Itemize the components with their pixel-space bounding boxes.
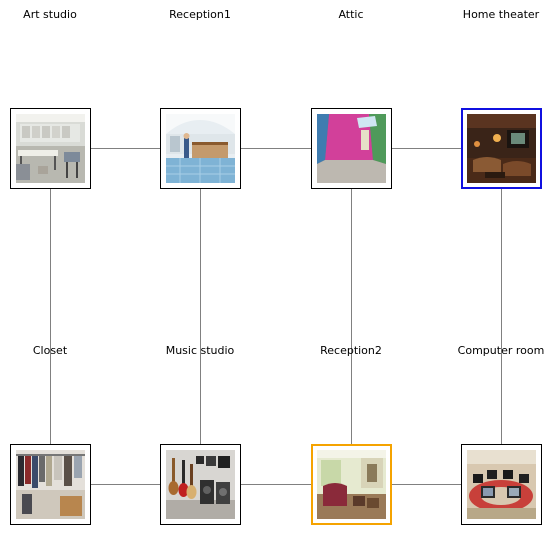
label-reception1: Reception1 — [169, 8, 231, 21]
label-music-studio: Music studio — [165, 344, 235, 357]
node-music-studio[interactable] — [160, 444, 241, 525]
reception2-photo — [317, 450, 386, 519]
music-studio-photo — [166, 450, 235, 519]
node-computer-room[interactable] — [461, 444, 542, 525]
label-art-studio: Art studio — [23, 8, 77, 21]
art-studio-photo — [16, 114, 85, 183]
node-home-theater[interactable] — [461, 108, 542, 189]
label-reception2: Reception2 — [320, 344, 382, 357]
closet-photo — [16, 450, 85, 519]
home-theater-photo — [467, 114, 536, 183]
label-computer-room: Computer room — [457, 344, 545, 357]
node-reception2[interactable] — [311, 444, 392, 525]
node-attic[interactable] — [311, 108, 392, 189]
node-reception1[interactable] — [160, 108, 241, 189]
label-closet: Closet — [32, 344, 68, 357]
label-attic: Attic — [338, 8, 364, 21]
attic-photo — [317, 114, 386, 183]
node-art-studio[interactable] — [10, 108, 91, 189]
computer-room-photo — [467, 450, 536, 519]
reception1-photo — [166, 114, 235, 183]
node-closet[interactable] — [10, 444, 91, 525]
label-home-theater: Home theater — [462, 8, 540, 21]
